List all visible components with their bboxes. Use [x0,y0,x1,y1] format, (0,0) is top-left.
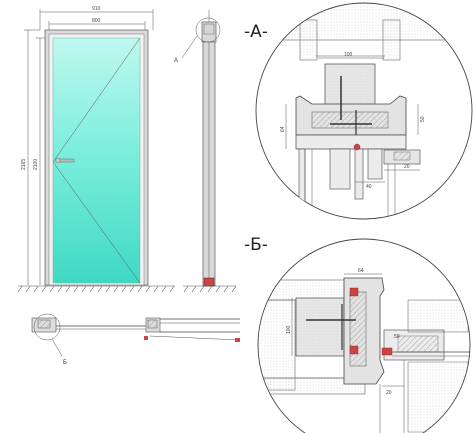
detail-b-dim-50: 50 [394,334,400,340]
dim-height-outer: 2165 [21,159,27,170]
detail-a-title: -А- [244,22,268,42]
front-elevation: 910 800 2165 2100 [17,6,175,293]
ground-hatch [17,285,175,293]
detail-a-dim-64: 64 [280,126,286,132]
dim-height-inner: 2100 [33,159,39,170]
dim-width-outer: 910 [92,6,101,12]
callout-label-a: A [174,58,178,64]
detail-a-dim-40: 40 [366,184,372,190]
detail-b: -Б- [244,235,471,433]
dim-width-inner: 800 [92,18,101,24]
side-section: A [174,10,237,293]
callout-label-b: Б [63,360,67,366]
detail-a-dim-50: 50 [420,116,426,122]
detail-b-dim-20: 20 [386,390,392,396]
callout-circle-b [33,313,61,341]
detail-b-title: -Б- [244,235,268,255]
detail-b-dim-100: 100 [286,325,292,334]
detail-a: -А- [244,2,473,220]
detail-a-dim-20: 20 [404,164,410,170]
plan-view: Б [31,313,241,366]
detail-a-dim-100: 100 [344,52,353,58]
detail-b-dim-64: 64 [358,268,364,274]
glass-panel [52,37,141,284]
